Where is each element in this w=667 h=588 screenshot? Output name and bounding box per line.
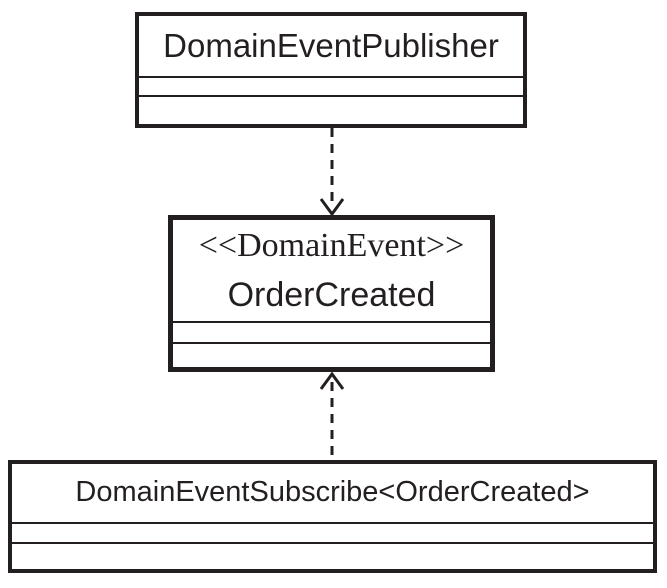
dependency-arrow-subscriber-to-event xyxy=(319,372,345,460)
attributes-compartment xyxy=(173,321,490,342)
class-box-domain-event-publisher: DomainEventPublisher xyxy=(135,12,527,128)
class-box-order-created: <<DomainEvent>> OrderCreated xyxy=(168,215,495,372)
class-name-compartment: DomainEventPublisher xyxy=(139,16,523,76)
class-name-compartment: DomainEventSubscribe<OrderCreated> xyxy=(12,464,653,522)
class-name-label: OrderCreated xyxy=(227,275,436,314)
dependency-arrow-publisher-to-event xyxy=(319,128,345,216)
attributes-compartment xyxy=(139,76,523,95)
attributes-compartment xyxy=(12,522,653,542)
operations-compartment xyxy=(12,542,653,569)
class-name-label: DomainEventSubscribe<OrderCreated> xyxy=(75,476,590,509)
operations-compartment xyxy=(139,95,523,124)
open-arrowhead-down-icon xyxy=(319,198,345,216)
class-name-compartment: <<DomainEvent>> OrderCreated xyxy=(173,220,490,321)
stereotype-label: <<DomainEvent>> xyxy=(198,227,465,265)
class-name-label: DomainEventPublisher xyxy=(163,26,499,64)
class-box-domain-event-subscribe: DomainEventSubscribe<OrderCreated> xyxy=(8,460,657,573)
operations-compartment xyxy=(173,342,490,367)
open-arrowhead-up-icon xyxy=(319,372,345,390)
